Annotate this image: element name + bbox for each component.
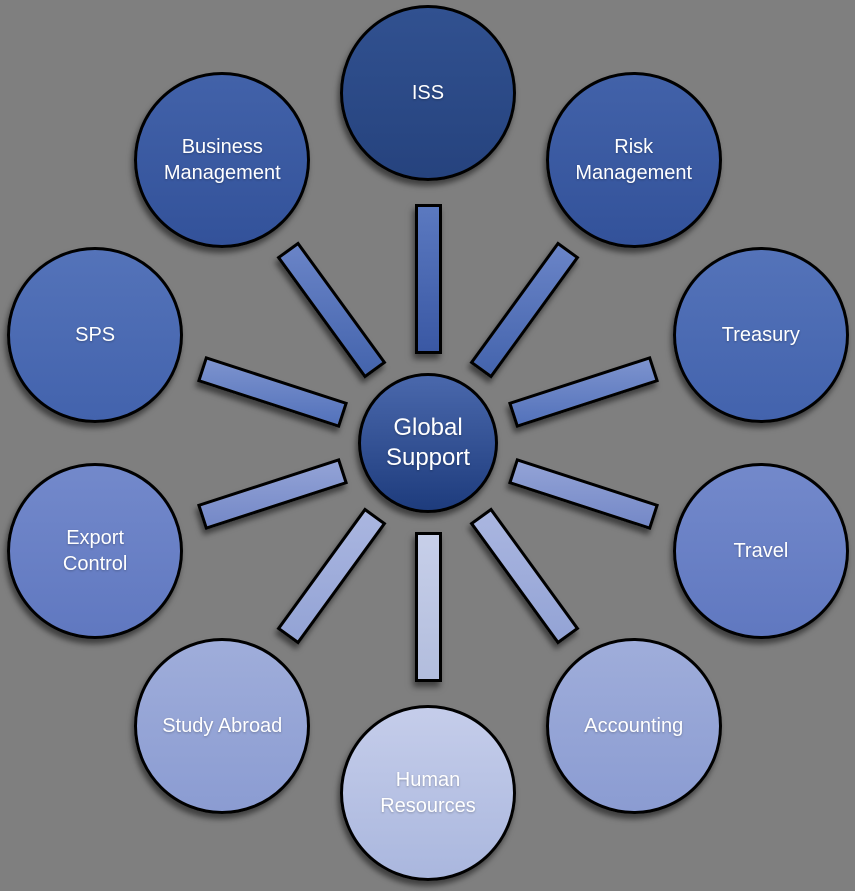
node-label: Risk Management bbox=[575, 135, 693, 184]
node-sps: SPS bbox=[7, 246, 184, 423]
node-label: Business Management bbox=[163, 135, 281, 184]
spoke-accounting bbox=[469, 507, 580, 645]
spoke-iss bbox=[414, 204, 442, 354]
node-label: Travel bbox=[733, 540, 789, 563]
spoke-risk-management bbox=[469, 241, 580, 379]
node-human-resources: Human Resources bbox=[340, 705, 516, 881]
node-label: Accounting bbox=[584, 715, 684, 738]
node-study-abroad: Study Abroad bbox=[134, 638, 311, 815]
node-business-management: Business Management bbox=[134, 71, 311, 248]
spoke-study-abroad bbox=[276, 507, 387, 645]
node-iss: ISS bbox=[340, 5, 516, 181]
spoke-human-resources bbox=[414, 532, 442, 682]
spoke-travel bbox=[508, 457, 660, 530]
node-treasury: Treasury bbox=[672, 246, 849, 423]
node-label: Study Abroad bbox=[162, 715, 283, 738]
spoke-treasury bbox=[508, 356, 660, 429]
node-label: Export Control bbox=[62, 527, 128, 576]
center-node-global-support: Global Support bbox=[358, 373, 498, 513]
node-export-control: Export Control bbox=[7, 463, 184, 640]
node-label: Treasury bbox=[721, 323, 800, 346]
node-label: Human Resources bbox=[380, 769, 476, 817]
node-risk-management: Risk Management bbox=[545, 71, 722, 248]
node-travel: Travel bbox=[672, 463, 849, 640]
spoke-sps bbox=[196, 356, 348, 429]
node-accounting: Accounting bbox=[545, 638, 722, 815]
node-label: SPS bbox=[75, 323, 116, 346]
spoke-business-management bbox=[276, 241, 387, 379]
spoke-export-control bbox=[196, 457, 348, 530]
center-node-label: Global Support bbox=[385, 414, 471, 471]
node-label: ISS bbox=[411, 82, 445, 104]
